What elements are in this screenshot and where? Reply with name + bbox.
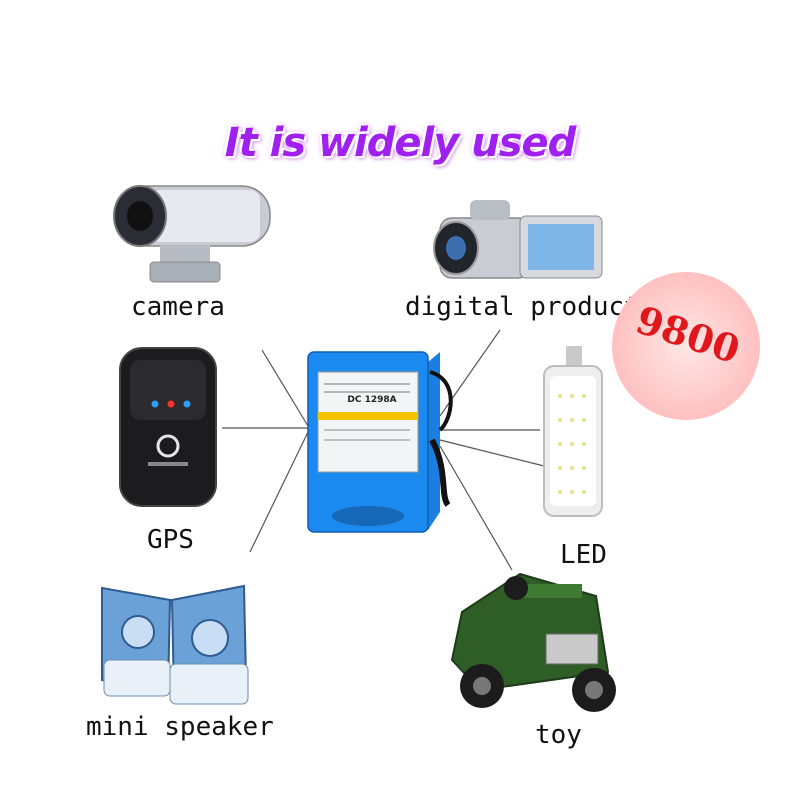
battery-model-label: DC 1298A	[347, 395, 396, 405]
gps-tracker-icon	[119, 347, 217, 507]
speakers-icon	[101, 584, 249, 705]
page-title: It is widely used	[224, 120, 577, 166]
label-gps: GPS	[147, 525, 194, 555]
camcorder-icon	[433, 200, 603, 279]
label-camera: camera	[131, 292, 225, 322]
label-toy: toy	[535, 720, 582, 750]
price-badge	[612, 272, 760, 420]
led-bulb-icon	[543, 346, 603, 517]
label-digital-products: digital products	[405, 292, 656, 322]
toy-car-icon	[450, 572, 616, 712]
security-camera-icon	[113, 185, 271, 283]
label-led: LED	[560, 540, 607, 570]
connector-lines	[222, 329, 561, 571]
battery-pack-icon	[307, 351, 453, 533]
label-mini-speaker: mini speaker	[86, 712, 274, 742]
